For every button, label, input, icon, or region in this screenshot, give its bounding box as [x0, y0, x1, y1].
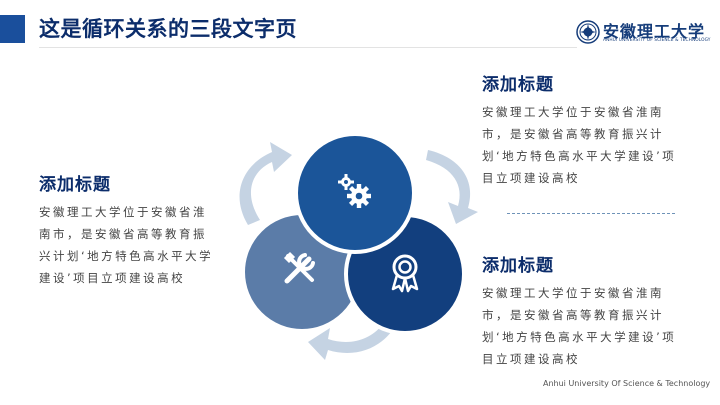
logo-name: 安徽理工大学: [603, 22, 706, 41]
page-title: 这是循环关系的三段文字页: [39, 17, 297, 41]
right-bottom-text-block: 添加标题 安徽理工大学位于安徽省淮南市，是安徽省高等教育振兴计划‘地方特色高水平…: [482, 251, 690, 370]
dashed-divider: [507, 213, 675, 214]
right-top-block-heading: 添加标题: [482, 75, 554, 95]
cycle-arrow-right: [426, 150, 478, 224]
right-top-text-block: 添加标题 安徽理工大学位于安徽省淮南市，是安徽省高等教育振兴计划‘地方特色高水平…: [482, 70, 690, 189]
tools-icon: [283, 251, 315, 284]
left-block-heading: 添加标题: [39, 175, 111, 195]
cycle-diagram: [239, 132, 478, 360]
university-logo: 安徽理工大学 ANHUI UNIVERSITY OF SCIENCE & TEC…: [576, 18, 710, 48]
gears-icon: [338, 174, 371, 208]
right-bottom-block-body: 安徽理工大学位于安徽省淮南市，是安徽省高等教育振兴计划‘地方特色高水平大学建设’…: [482, 286, 677, 366]
right-bottom-block-heading: 添加标题: [482, 256, 554, 276]
left-block-body: 安徽理工大学位于安徽省淮南市，是安徽省高等教育振兴计划‘地方特色高水平大学建设’…: [39, 205, 214, 285]
left-text-block: 添加标题 安徽理工大学位于安徽省淮南市，是安徽省高等教育振兴计划‘地方特色高水平…: [39, 170, 219, 289]
cycle-arrow-upper-left: [239, 142, 292, 225]
right-top-block-body: 安徽理工大学位于安徽省淮南市，是安徽省高等教育振兴计划‘地方特色高水平大学建设’…: [482, 105, 677, 185]
award-icon: [391, 254, 419, 293]
title-divider: [39, 47, 577, 48]
title-accent-bar: [0, 15, 25, 43]
logo-subtitle: ANHUI UNIVERSITY OF SCIENCE & TECHNOLOGY: [603, 38, 711, 43]
footer-text: Anhui University Of Science & Technology: [543, 379, 711, 388]
university-emblem-icon: [576, 20, 600, 44]
cycle-arrow-bottom: [308, 312, 400, 360]
